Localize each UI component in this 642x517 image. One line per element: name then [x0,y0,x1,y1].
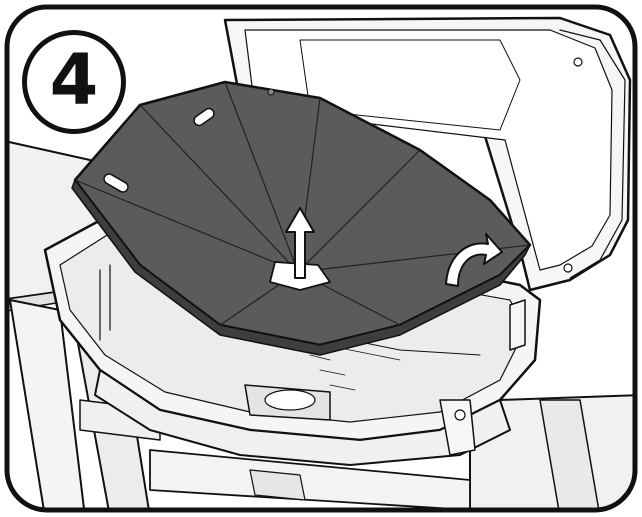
up-arrow-icon [285,207,315,279]
left-leg [9,299,86,510]
panel-border [4,4,638,513]
step-number-badge: 4 [22,30,126,134]
tray-handle-slots [103,107,215,193]
curved-arrow-icon [445,233,503,287]
step-number: 4 [49,39,99,121]
